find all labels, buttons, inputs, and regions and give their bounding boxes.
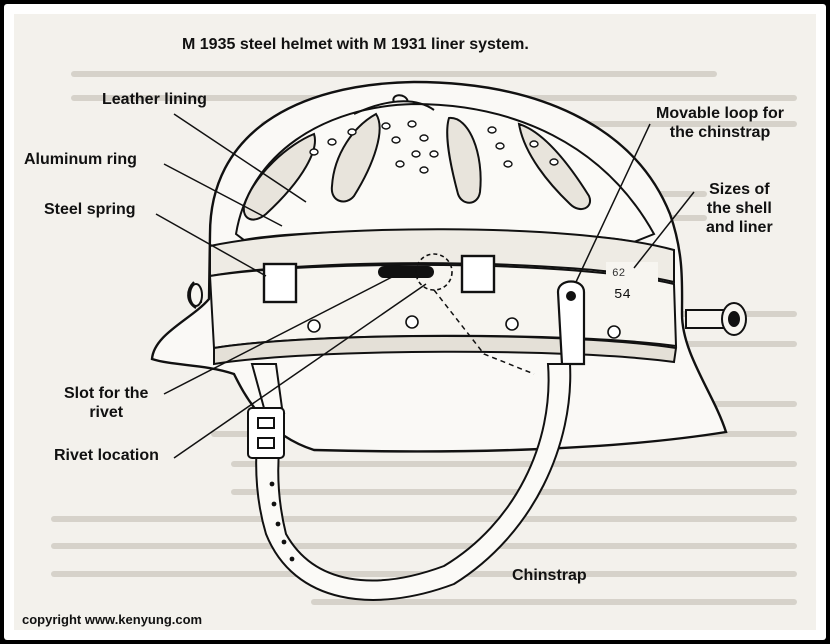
- label-slot-for-rivet-line2: rivet: [89, 404, 124, 421]
- label-movable-loop-line1: Movable loop for: [656, 105, 784, 122]
- leader-lines: [155, 113, 695, 459]
- band-rivets: [307, 315, 621, 339]
- label-chinstrap: Chinstrap: [512, 567, 587, 584]
- size-stamp: 62 54: [606, 262, 658, 306]
- band-slot-left: [262, 262, 298, 304]
- label-slot-for-rivet: Slot for the rivet: [64, 384, 148, 422]
- drawstring: [353, 94, 435, 115]
- copyright-text: copyright www.kenyung.com: [22, 612, 203, 627]
- label-steel-spring: Steel spring: [44, 201, 136, 218]
- label-sizes-line3: and liner: [706, 219, 773, 236]
- stamp-line2: 54: [614, 287, 631, 303]
- rivet-slot: [378, 266, 434, 278]
- label-rivet-location: Rivet location: [54, 447, 159, 464]
- label-movable-loop-line2: the chinstrap: [669, 124, 771, 141]
- label-sizes-line2: the shell: [706, 200, 772, 217]
- diagram-title: M 1935 steel helmet with M 1931 liner sy…: [182, 36, 529, 53]
- stamp-line1: 62: [612, 268, 625, 280]
- left-strap-upper: [250, 363, 284, 409]
- chinstrap-loop-hole: [566, 291, 576, 301]
- label-sizes: Sizes of the shell and liner: [706, 180, 773, 237]
- helmet-diagram: 62 54: [51, 71, 797, 605]
- label-movable-loop: Movable loop for the chinstrap: [656, 104, 784, 142]
- side-bolt: [685, 302, 747, 336]
- diagram-canvas: 62 54: [14, 14, 816, 630]
- label-slot-for-rivet-line1: Slot for the: [64, 385, 149, 402]
- chinstrap-buckle: [247, 407, 285, 459]
- chinstrap-holes: [269, 481, 295, 562]
- label-leather-lining: Leather lining: [102, 91, 207, 108]
- image-frame: 62 54: [4, 4, 826, 640]
- label-sizes-line1: Sizes of: [709, 181, 770, 198]
- rivet-dashed-line: [433, 289, 535, 375]
- band-slot-right: [460, 254, 496, 294]
- chinstrap-loop: [556, 280, 586, 366]
- label-aluminum-ring: Aluminum ring: [24, 151, 137, 168]
- steel-spring-clip: [189, 283, 203, 307]
- lining-holes: [309, 120, 559, 174]
